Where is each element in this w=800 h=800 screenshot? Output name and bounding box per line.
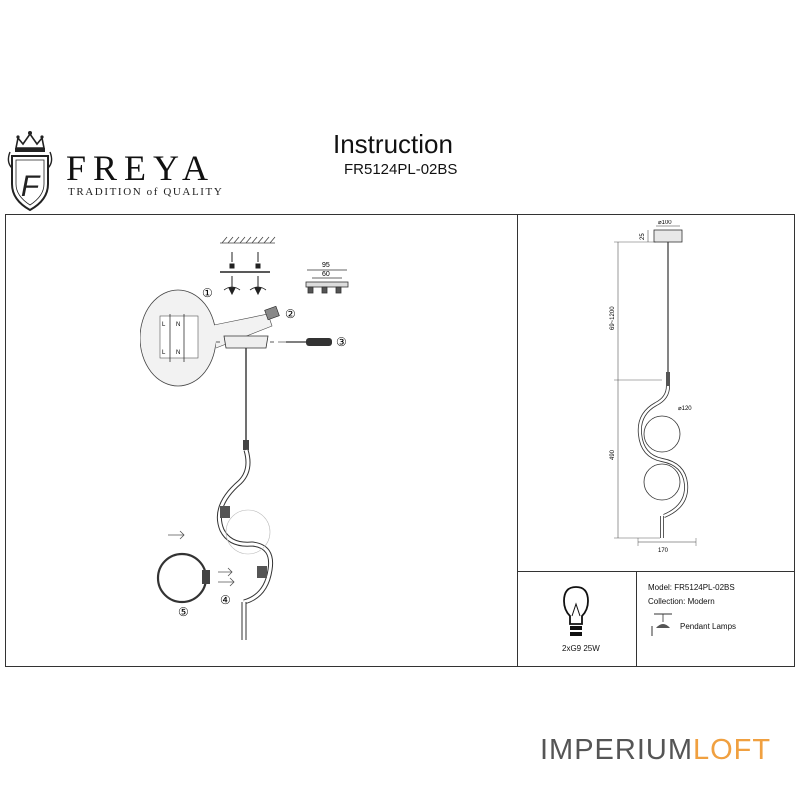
assembly-diagram: ① 95 60 L N L N ② ③ (140, 236, 349, 640)
bulb-icon (563, 586, 589, 636)
bulb-socket-icon (220, 506, 230, 518)
freya-crest-logo: F (7, 131, 53, 212)
collection-label: Collection: (648, 597, 686, 606)
brand-tagline: TRADITION of QUALITY (68, 186, 224, 198)
step-3-label: ③ (336, 335, 347, 349)
model-value: FR5124PL-02BS (674, 583, 735, 592)
step-5-label: ⑤ (178, 605, 189, 619)
dimension-diagram: ⌀100 25 69~1200 ⌀120 490 170 (610, 220, 697, 554)
pendant-lamp-icon (651, 613, 672, 636)
frame-divider-vertical (517, 214, 518, 667)
dim-cable-length: 69~1200 (610, 306, 616, 330)
model-label: Model: (648, 583, 673, 592)
step-4-label: ④ (220, 593, 231, 607)
dim-shade-diameter: ⌀120 (678, 406, 692, 412)
screwdriver-icon (278, 338, 332, 346)
svg-text:L: L (162, 322, 166, 328)
svg-text:N: N (176, 322, 180, 328)
step-2-label: ② (285, 307, 296, 321)
brand-name: FREYA (66, 148, 216, 188)
step-1-label: ① (202, 286, 213, 300)
dim-canopy-height: 25 (640, 233, 646, 240)
type-label: Pendant Lamps (680, 622, 737, 631)
dim-width: 170 (658, 548, 669, 554)
drawing-frame (5, 214, 795, 667)
svg-text:N: N (176, 350, 180, 356)
collection-value: Modern (687, 597, 715, 606)
frame-divider-horizontal (517, 571, 795, 572)
svg-text:L: L (162, 350, 166, 356)
spec-divider (636, 571, 637, 667)
bracket-dim-60: 60 (322, 271, 330, 278)
dim-body-height: 490 (610, 449, 616, 460)
model-code: FR5124PL-02BS (344, 161, 458, 178)
glass-shade-icon (156, 530, 210, 604)
terminal-block-icon (264, 305, 280, 321)
bracket-dim-95: 95 (322, 262, 330, 269)
document-title: Instruction (333, 129, 453, 159)
crest-monogram: F (21, 170, 41, 203)
ceiling-hatch-icon (220, 236, 276, 244)
bulb-spec: 2xG9 25W (562, 644, 600, 653)
imperium-loft-watermark: IMPERIUMLOFT (540, 734, 772, 766)
dim-canopy-diameter: ⌀100 (658, 220, 672, 226)
